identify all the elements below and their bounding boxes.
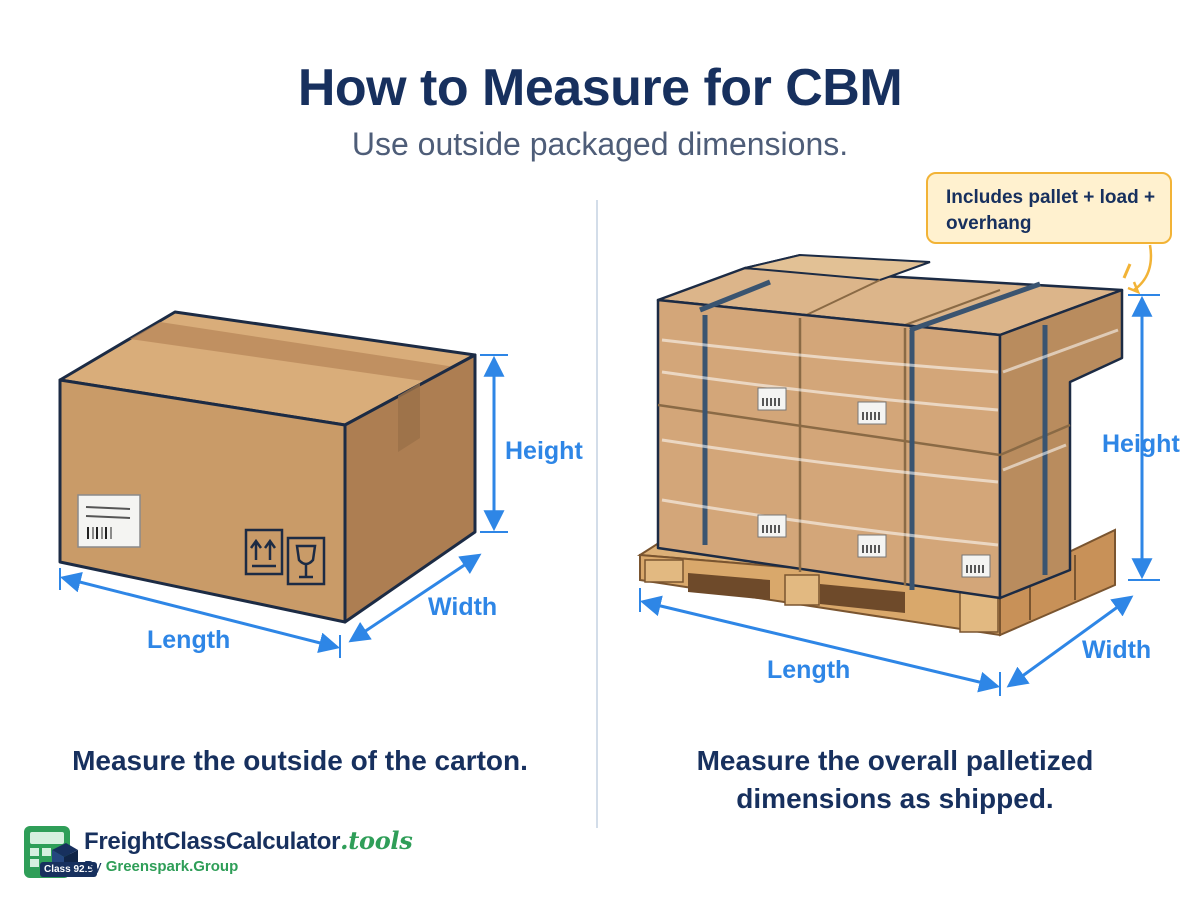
brand-byline: By Greenspark.Group <box>84 858 412 875</box>
pallet-width-label: Width <box>1082 636 1152 664</box>
pallet-length-label: Length <box>767 656 851 684</box>
carton-length-label: Length <box>147 626 231 654</box>
carton-height-label: Height <box>505 437 583 465</box>
pallet-caption-line-2: dimensions as shipped. <box>736 783 1054 814</box>
barcode-label-icon <box>757 387 991 578</box>
panel-divider <box>596 200 598 828</box>
brand-name-main: FreightClassCalculator <box>84 828 341 855</box>
pallet-illustration <box>636 253 1124 637</box>
shipping-label-icon <box>77 494 141 548</box>
callout-pointer <box>1122 244 1153 295</box>
pallet-height-arrow <box>1128 294 1160 581</box>
pallet-length-arrow <box>639 588 1001 696</box>
stacked-cartons <box>656 253 1124 600</box>
pallet-caption-line-1: Measure the overall palletized <box>696 745 1094 776</box>
carton-illustration <box>58 310 477 624</box>
carton-caption: Measure the outside of the carton. <box>72 745 528 776</box>
brand-logo: FreightClassCalculator.tools By Greenspa… <box>84 826 413 875</box>
carton-length-arrow <box>59 568 341 658</box>
barcode-lines <box>762 398 984 573</box>
carton-width-arrow <box>348 553 482 643</box>
byline-org: Greenspark.Group <box>105 858 239 875</box>
page-title: How to Measure for CBM <box>297 59 903 117</box>
carton-width-label: Width <box>428 593 498 621</box>
overhang-callout: Includes pallet + load + overhang <box>926 172 1172 244</box>
byline-prefix: By <box>84 858 102 875</box>
carton-height-arrow <box>480 354 508 533</box>
pallet-height-label: Height <box>1102 430 1180 458</box>
stretch-wrap <box>661 328 1119 547</box>
page-subtitle: Use outside packaged dimensions. <box>351 126 849 162</box>
class-badge: Class 92.5 <box>40 862 97 877</box>
pallet-caption: Measure the overall palletized dimension… <box>640 742 1150 818</box>
brand-name-suffix: .tools <box>340 826 413 855</box>
brand-name: FreightClassCalculator.tools <box>84 826 413 856</box>
pallet-width-arrow <box>1006 595 1134 688</box>
